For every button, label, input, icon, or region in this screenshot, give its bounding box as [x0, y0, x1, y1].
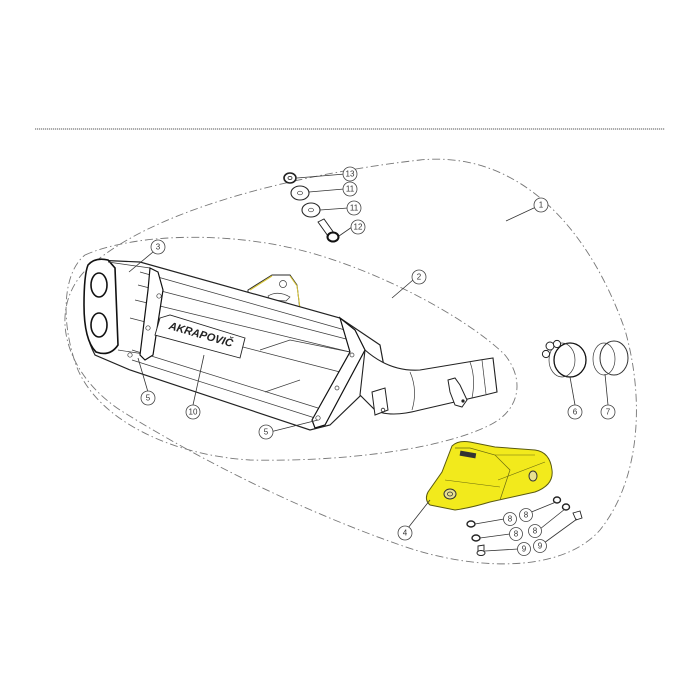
callout-8-c: 8	[519, 508, 533, 522]
svg-text:10: 10	[189, 408, 198, 417]
end-cap	[83, 258, 161, 356]
svg-text:8: 8	[514, 530, 519, 539]
callout-11-a: 11	[342, 181, 358, 197]
callout-6: 6	[567, 404, 583, 420]
svg-text:8: 8	[524, 511, 529, 520]
svg-text:13: 13	[346, 170, 355, 179]
sleeve-band-rear	[139, 267, 164, 361]
callout-12: 12	[350, 219, 366, 235]
svg-text:8: 8	[508, 515, 513, 524]
outlet-lower	[90, 312, 108, 338]
svg-text:9: 9	[538, 542, 543, 551]
bolt-12	[317, 218, 340, 243]
washer-11-b	[301, 202, 321, 218]
svg-text:7: 7	[606, 408, 611, 417]
clamp	[541, 339, 587, 378]
callout-4: 4	[397, 525, 413, 541]
callout-2: 2	[411, 269, 427, 285]
callout-5-a: 5	[140, 390, 156, 406]
outlet-upper	[90, 272, 108, 298]
svg-text:11: 11	[346, 185, 355, 194]
callout-7: 7	[600, 404, 616, 420]
muffler: AKRAPOVIČ	[83, 258, 386, 431]
washer-11-a	[290, 185, 310, 201]
callout-8-b: 8	[509, 527, 523, 541]
washer-8-d	[561, 503, 571, 511]
callout-8-a: 8	[503, 512, 517, 526]
washer-8-b	[471, 534, 481, 542]
callout-3: 3	[150, 239, 166, 255]
washer-8-a	[466, 520, 476, 528]
callout-10: 10	[185, 404, 201, 420]
svg-text:6: 6	[573, 408, 578, 417]
assembly-outline-1	[64, 158, 637, 565]
svg-text:8: 8	[533, 527, 538, 536]
washer-8-c	[552, 496, 562, 504]
bolt-9-a	[476, 544, 486, 556]
callout-9-b: 9	[533, 539, 547, 553]
svg-text:4: 4	[403, 529, 408, 538]
gasket-ring	[592, 340, 629, 376]
callout-11-b: 11	[346, 200, 362, 216]
callout-9-a: 9	[517, 542, 531, 556]
svg-text:11: 11	[350, 204, 359, 213]
heat-shield	[425, 441, 553, 511]
callout-8-d: 8	[528, 524, 542, 538]
shield-hardware	[466, 496, 583, 556]
callout-1: 1	[533, 197, 549, 213]
svg-text:2: 2	[417, 273, 422, 282]
sleeve-band-front	[311, 316, 366, 429]
svg-text:12: 12	[354, 223, 363, 232]
bolt-9-b	[572, 510, 583, 521]
leader-lines	[128, 173, 609, 552]
svg-text:3: 3	[156, 243, 161, 252]
group-outline-2	[65, 236, 518, 461]
callout-13: 13	[342, 166, 358, 182]
callout-5-b: 5	[258, 424, 274, 440]
svg-text:5: 5	[146, 394, 151, 403]
svg-text:1: 1	[539, 201, 544, 210]
hardware-stack-top	[283, 172, 340, 243]
link-pipe	[359, 348, 498, 416]
nut-13	[283, 172, 297, 184]
svg-text:9: 9	[522, 545, 527, 554]
svg-text:5: 5	[264, 428, 269, 437]
